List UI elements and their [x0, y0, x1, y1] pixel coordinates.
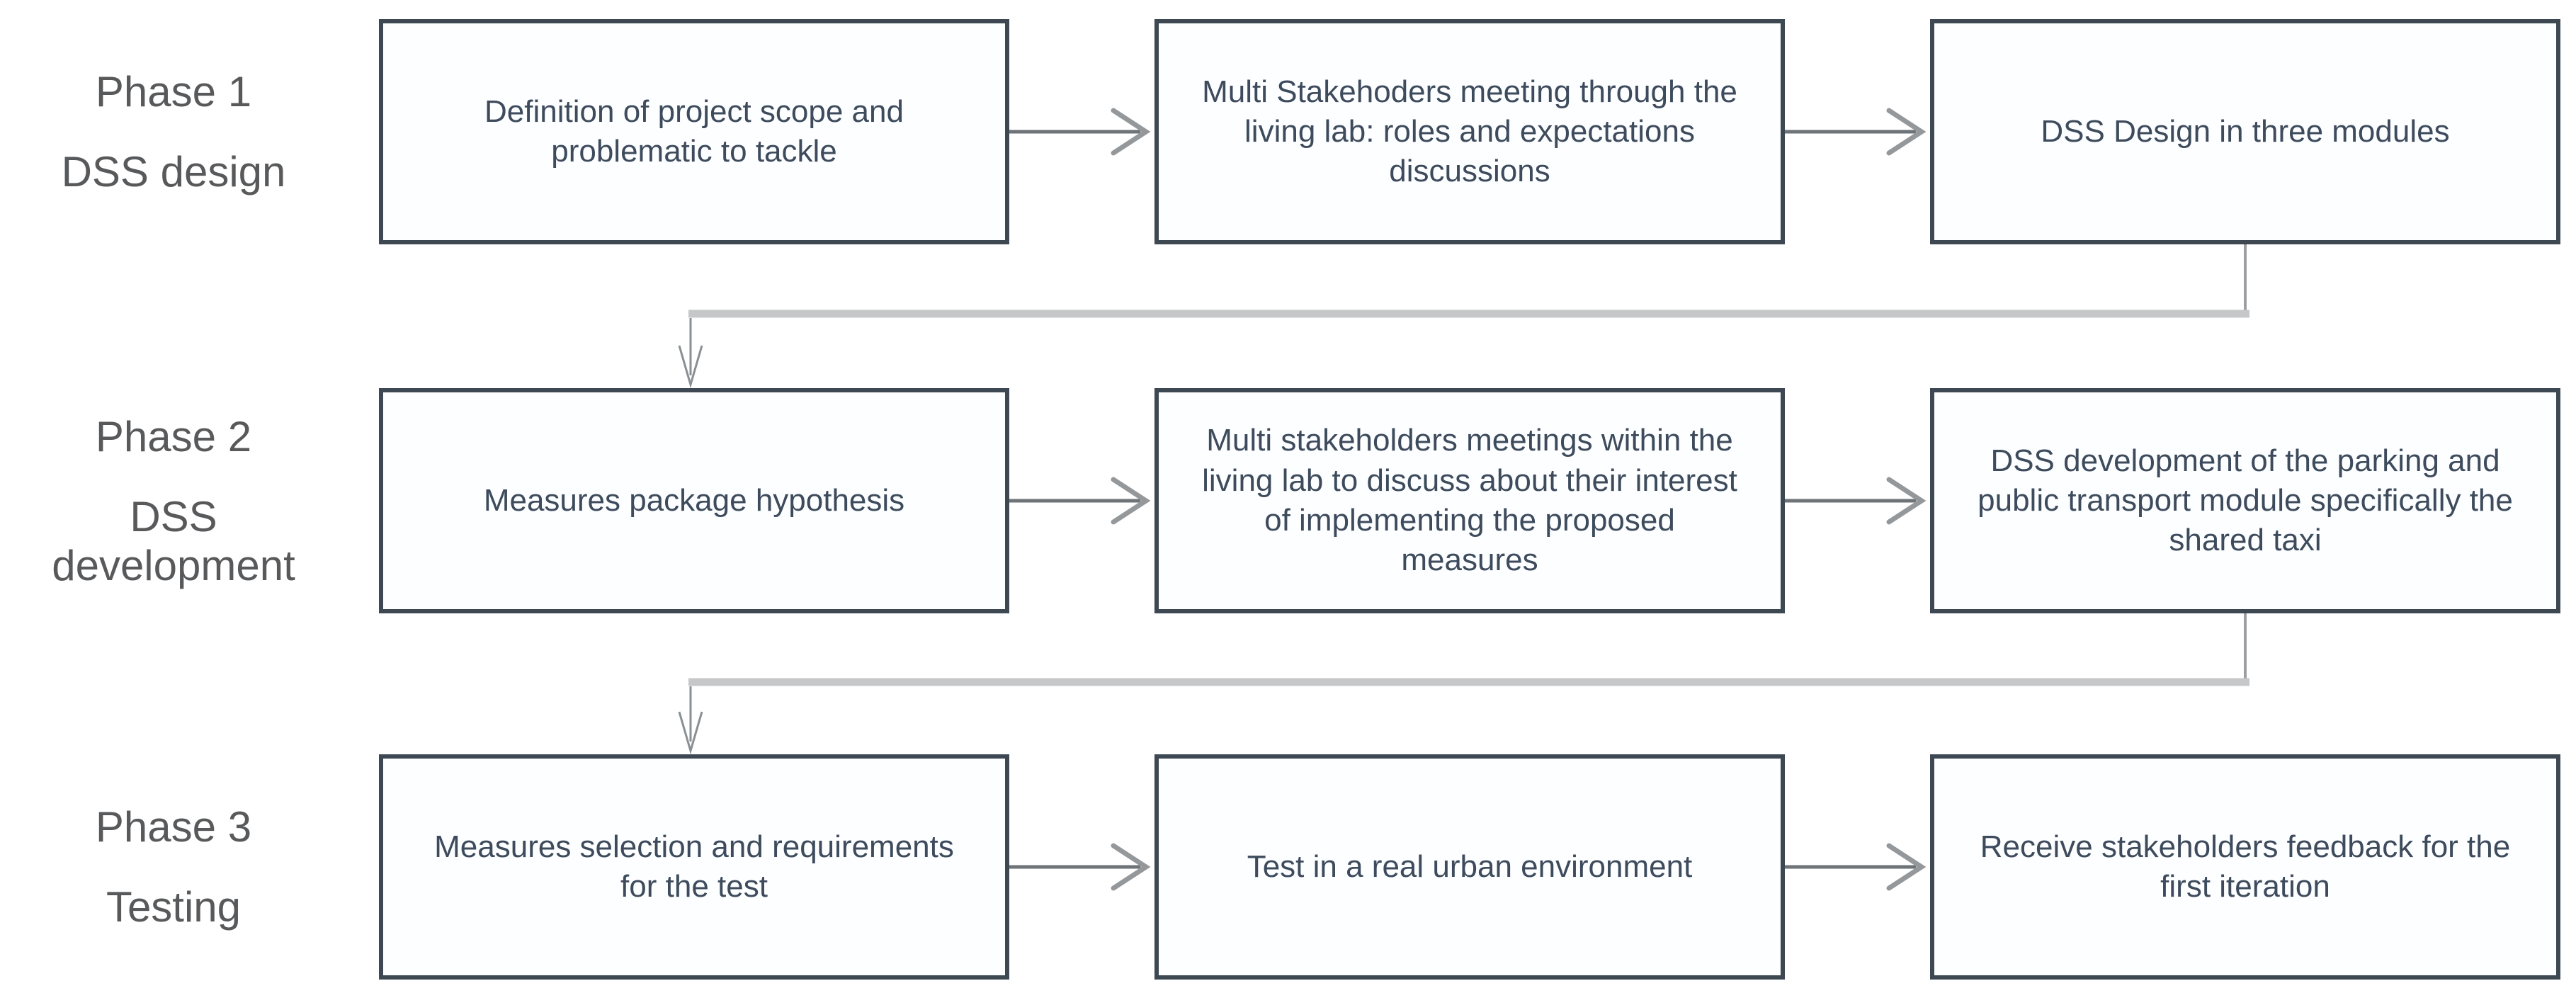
box-text: Receive stakeholders feedback for the fi… [1980, 829, 2511, 904]
elbow-connector-phase1-to-phase2 [678, 244, 2249, 389]
phase-3-label: Phase 3 Testing [14, 754, 333, 980]
phase-1-box-1: Definition of project scope and problema… [379, 19, 1009, 244]
arrow-phase2-step2-to-step3 [1783, 477, 1927, 525]
arrow-phase2-step1-to-step2 [1007, 477, 1151, 525]
box-text: Multi stakeholders meetings within the l… [1202, 423, 1737, 578]
box-text: Definition of project scope and problema… [484, 93, 904, 169]
phase-3-box-2: Test in a real urban environment [1154, 754, 1785, 980]
phase-2-box-1: Measures package hypothesis [379, 388, 1009, 613]
phase-2-box-2: Multi stakeholders meetings within the l… [1154, 388, 1785, 613]
elbow-connector-phase2-to-phase3 [678, 613, 2249, 755]
phase-1-title: Phase 1 [95, 68, 252, 115]
phase-2-box-3: DSS development of the parking and publi… [1930, 388, 2560, 613]
phase-3-box-3: Receive stakeholders feedback for the fi… [1930, 754, 2560, 980]
phase-1-box-2: Multi Stakehoders meeting through the li… [1154, 19, 1785, 244]
phase-1-subtitle: DSS design [61, 148, 286, 195]
box-text: DSS Design in three modules [2041, 113, 2450, 149]
phase-1-label: Phase 1 DSS design [14, 19, 333, 244]
arrow-phase3-step2-to-step3 [1783, 843, 1927, 891]
box-text: DSS development of the parking and publi… [1978, 443, 2513, 558]
box-text: Multi Stakehoders meeting through the li… [1202, 74, 1737, 189]
box-text: Test in a real urban environment [1247, 849, 1693, 884]
arrow-phase1-step2-to-step3 [1783, 108, 1927, 156]
phase-2-label: Phase 2 DSS development [14, 388, 333, 613]
phase-2-title: Phase 2 [95, 412, 252, 460]
arrow-phase3-step1-to-step2 [1007, 843, 1151, 891]
phase-3-title: Phase 3 [95, 803, 252, 851]
arrow-phase1-step1-to-step2 [1007, 108, 1151, 156]
phase-2-subtitle: DSS development [52, 492, 295, 589]
phase-1-box-3: DSS Design in three modules [1930, 19, 2560, 244]
box-text: Measures selection and requirements for … [434, 829, 954, 904]
box-text: Measures package hypothesis [483, 482, 905, 518]
phase-3-box-1: Measures selection and requirements for … [379, 754, 1009, 980]
phase-3-subtitle: Testing [106, 883, 242, 931]
